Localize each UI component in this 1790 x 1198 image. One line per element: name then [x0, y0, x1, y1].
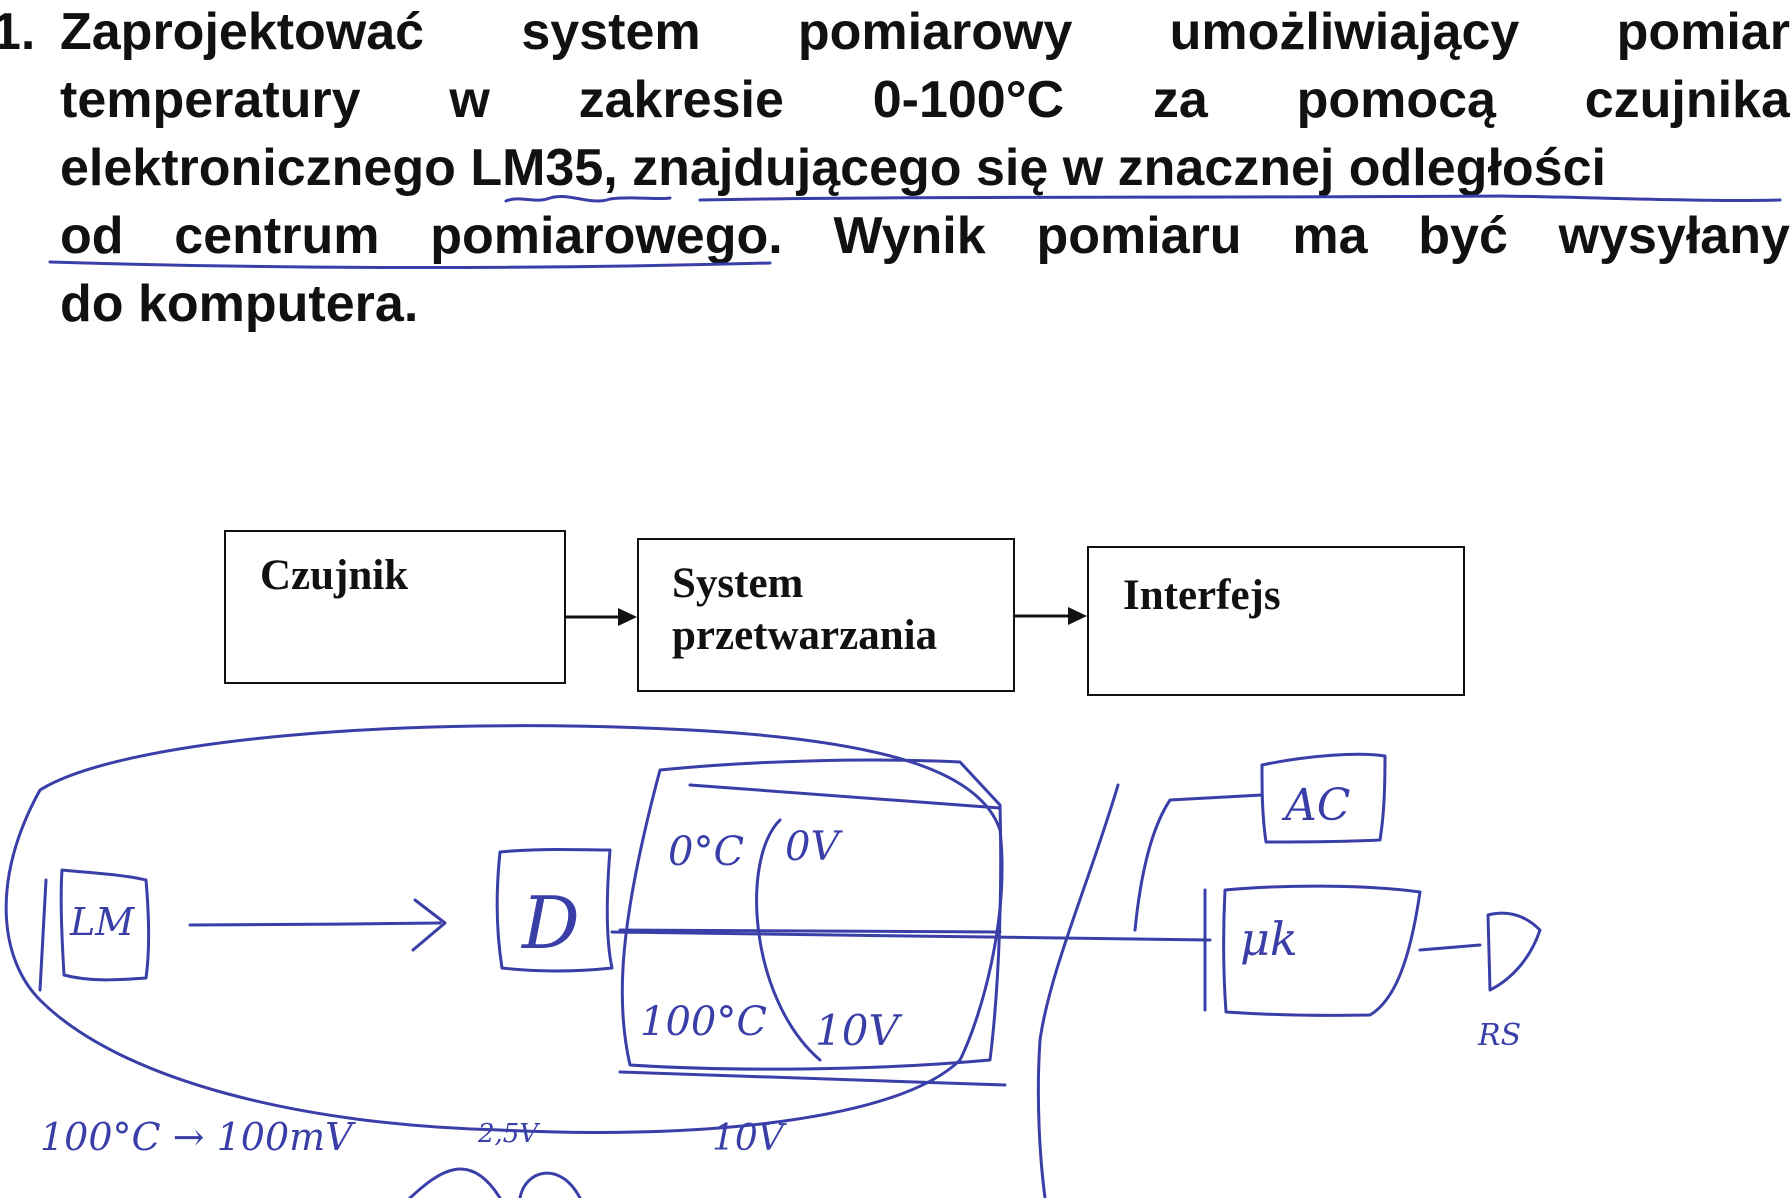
task-line-4: od centrum pomiarowego. Wynik pomiaru ma… — [60, 206, 1790, 266]
task-word: 0-100°C — [872, 71, 1065, 129]
task-line-1: Zaprojektować system pomiarowy umożliwia… — [60, 2, 1790, 62]
task-word: zakresie — [578, 71, 784, 129]
task-number: 1. — [0, 3, 36, 61]
block-label: Czujnik — [260, 552, 409, 599]
task-word: pomiar — [1616, 3, 1790, 61]
task-word: centrum — [174, 207, 380, 265]
task-line-5: do komputera. — [60, 275, 419, 333]
task-word: Zaprojektować — [60, 3, 425, 61]
task-line-2: temperatury w zakresie 0-100°C za pomocą… — [60, 70, 1790, 130]
block-label: System przetwarzania — [672, 560, 938, 659]
task-word: pomiaru — [1036, 207, 1242, 265]
block-processing-system: System przetwarzania — [637, 538, 1015, 692]
task-word: pomocą — [1296, 71, 1496, 129]
task-word: czujnika — [1584, 71, 1790, 129]
sensor-model-text: LM35 — [470, 139, 604, 197]
task-line-3: elektronicznego LM35, znajdującego się w… — [60, 138, 1790, 198]
task-word: pomiarowego. — [430, 207, 783, 265]
block-interface: Interfejs — [1087, 546, 1465, 696]
task-text: , znajdującego się w znacznej odległości — [603, 139, 1606, 197]
task-word: temperatury — [60, 71, 361, 129]
arrow-head — [1068, 607, 1087, 625]
task-text: elektronicznego — [60, 139, 471, 197]
task-word: Wynik — [833, 207, 986, 265]
block-sensor: Czujnik — [224, 530, 566, 684]
task-word: system — [521, 3, 701, 61]
task-word: pomiarowy — [797, 3, 1073, 61]
task-word: od — [60, 207, 124, 265]
task-word: umożliwiający — [1169, 3, 1520, 61]
task-word: ma — [1292, 207, 1368, 265]
arrow-head — [618, 608, 637, 626]
task-word: wysyłany — [1558, 207, 1790, 265]
task-word: za — [1152, 71, 1208, 129]
block-label: Interfejs — [1123, 572, 1281, 619]
task-word: być — [1418, 207, 1508, 265]
task-word: w — [449, 71, 490, 129]
